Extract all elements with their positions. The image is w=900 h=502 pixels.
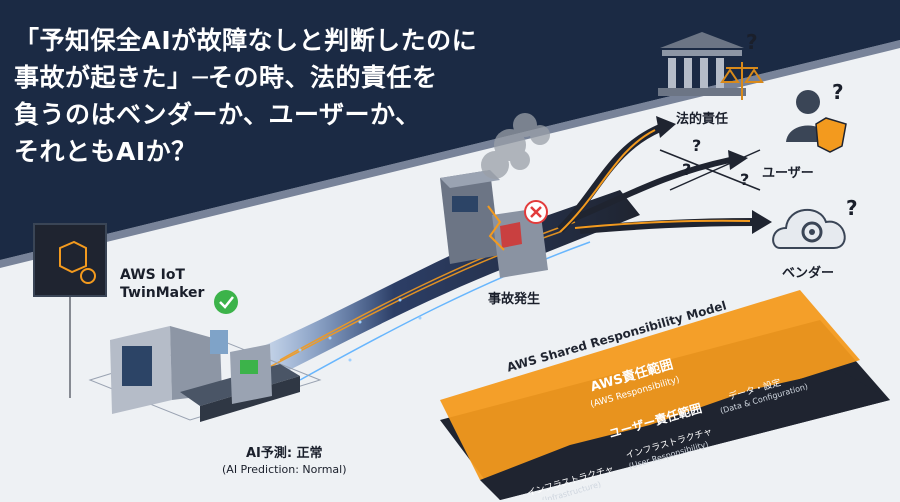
question-mark-user: ?: [832, 80, 844, 104]
prediction-sub: (AI Prediction: Normal): [222, 463, 347, 476]
headline: 「予知保全AIが故障なしと判断したのに 事故が起きた」─その時、法的責任を 負う…: [14, 22, 514, 170]
question-mark-branch-1: ?: [692, 136, 702, 155]
model-lower-dark: [480, 370, 890, 500]
arrow-vendor-head: [752, 210, 772, 234]
check-mark: [219, 296, 234, 309]
question-mark-branch-3: ?: [740, 170, 750, 189]
headline-line-1: 「予知保全AIが故障なしと判断したのに: [14, 26, 478, 55]
scales-icon: [720, 62, 764, 100]
factory-machine: [88, 326, 322, 422]
incident-label: 事故発生: [488, 292, 541, 307]
user-label: ユーザー: [762, 166, 814, 181]
navy-edge: [0, 40, 900, 268]
gear-icon: [80, 268, 96, 284]
arrow-vendor: [579, 218, 756, 234]
arrow-glow-2: [574, 219, 751, 229]
check-icon: [214, 290, 238, 314]
cloud-gear-icon: [772, 208, 846, 249]
question-mark-legal: ?: [746, 30, 758, 54]
cube-icon: [59, 240, 87, 274]
arrow-legal-head: [656, 116, 676, 138]
prediction-label: AI予測: 正常 (AI Prediction: Normal): [222, 442, 347, 476]
arrow-user: [568, 157, 731, 223]
courthouse-icon: [658, 32, 746, 96]
question-mark-vendor: ?: [846, 196, 858, 220]
question-mark-branch-2: ?: [682, 160, 692, 179]
aws-iot-line-1: AWS IoT: [120, 267, 185, 283]
legal-responsibility-label: 法的責任: [676, 112, 729, 127]
responsibility-model: AWS Shared Responsibility Model AWS責任範囲 …: [440, 290, 890, 500]
cross-line-1: [659, 149, 761, 191]
headline-line-3: 負うのはベンダーか、ユーザーか、: [14, 100, 421, 129]
aws-iot-line-2: TwinMaker: [120, 285, 205, 301]
model-orange-band: [440, 290, 860, 480]
broken-machine: [440, 170, 548, 278]
stream-dots: [298, 298, 422, 362]
aws-iot-label: AWS IoT TwinMaker: [120, 266, 204, 302]
cross-line-2: [669, 149, 761, 191]
headline-line-4: それともAIか？: [14, 137, 197, 166]
vendor-label: ベンダー: [782, 266, 835, 281]
arrow-glow: [559, 129, 656, 233]
user-icon: [786, 90, 847, 153]
aws-iot-icon: [33, 223, 107, 297]
smoke: [481, 113, 550, 179]
headline-line-2: 事故が起きた」─その時、法的責任を: [14, 63, 438, 92]
prediction-main: AI予測: 正常: [245, 446, 323, 461]
error-x: [530, 206, 542, 218]
